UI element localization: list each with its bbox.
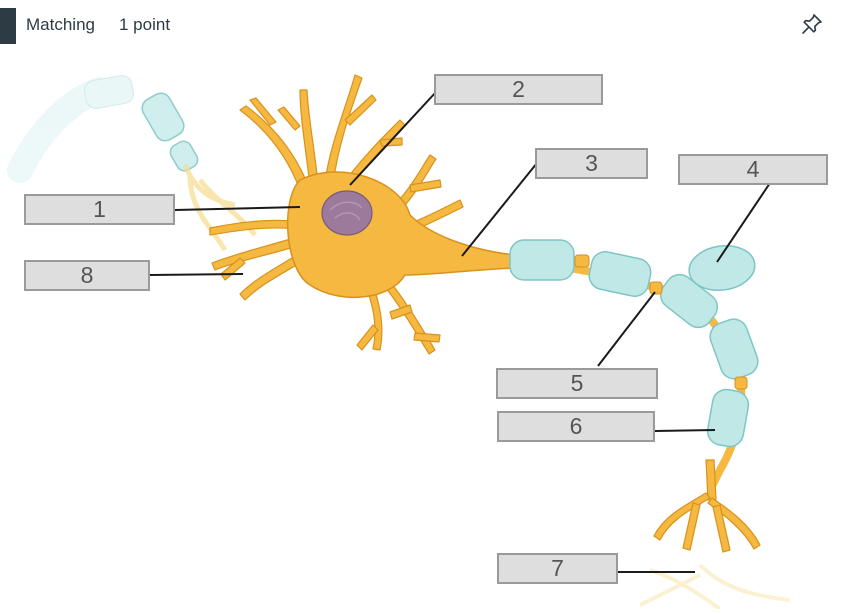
pin-icon[interactable] [800, 12, 824, 36]
presynaptic-axon [7, 75, 134, 183]
label-box-3[interactable]: 3 [535, 148, 648, 179]
label-box-8[interactable]: 8 [24, 260, 150, 291]
neuron-illustration [7, 74, 791, 611]
label-box-2[interactable]: 2 [434, 74, 603, 105]
axon-terminals [653, 459, 761, 553]
label-box-4[interactable]: 4 [678, 154, 828, 185]
neuron-diagram: 1 2 3 4 5 6 7 8 [0, 50, 851, 611]
nodes-of-ranvier [574, 254, 748, 390]
presynaptic-terminal [141, 92, 257, 252]
question-points: 1 point [119, 15, 171, 34]
leader-lines [149, 91, 771, 573]
label-box-6[interactable]: 6 [497, 411, 655, 442]
question-marker-bar [0, 8, 16, 44]
cell-body [286, 171, 516, 298]
postsynaptic-terminal [639, 563, 791, 611]
label-box-7[interactable]: 7 [497, 553, 618, 584]
nucleus-texture [329, 201, 363, 221]
dendrites [209, 74, 464, 355]
label-box-5[interactable]: 5 [496, 368, 658, 399]
question-header: Matching 1 point [0, 0, 851, 50]
question-type: Matching [26, 15, 95, 34]
myelin-sheath [509, 239, 759, 448]
label-box-1[interactable]: 1 [24, 194, 175, 225]
